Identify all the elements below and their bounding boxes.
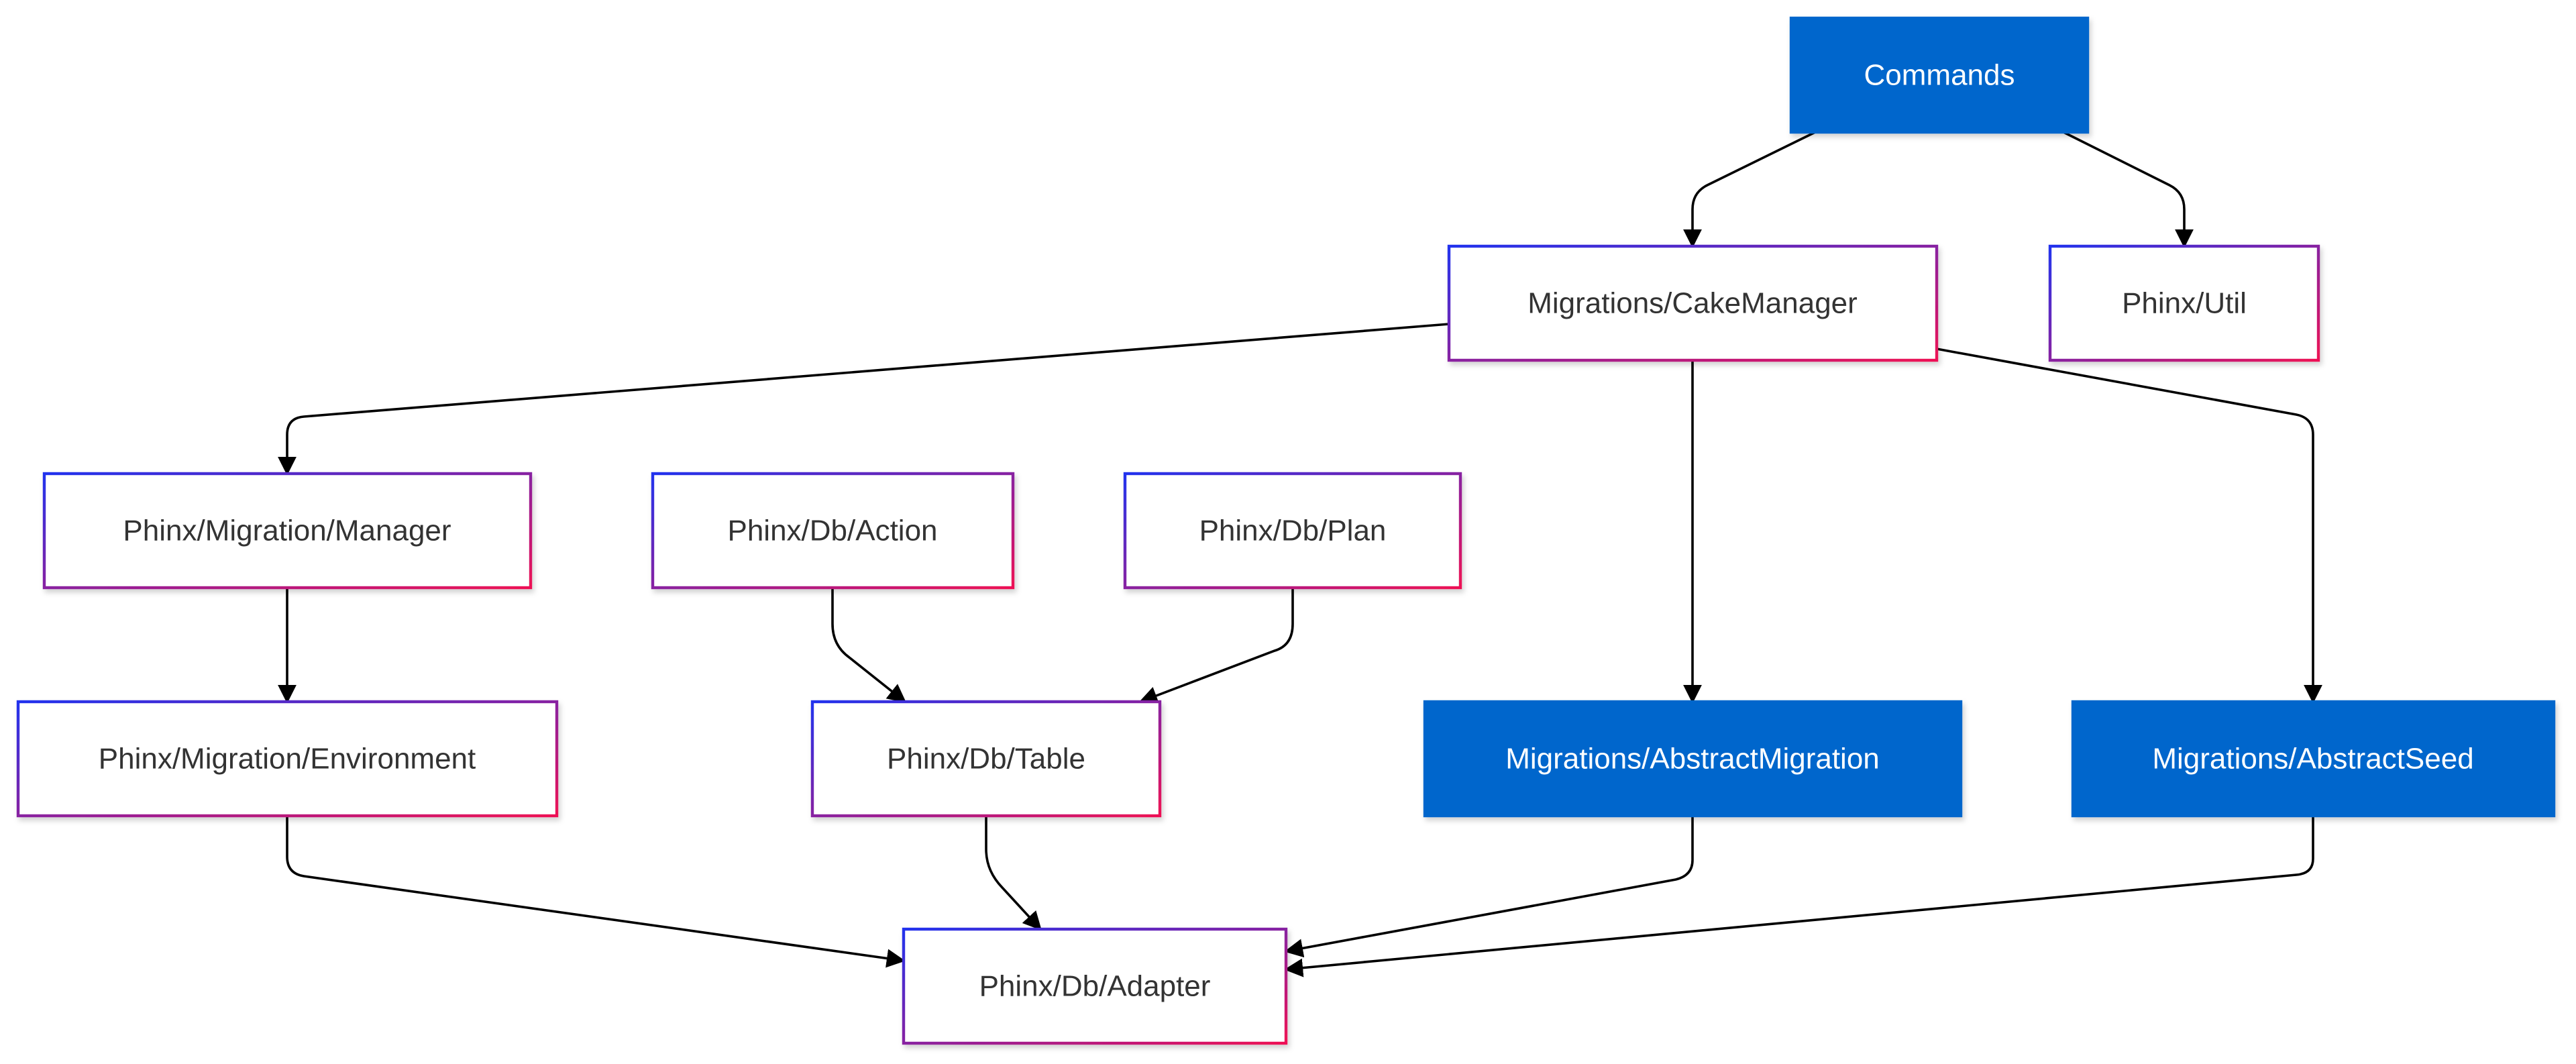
edge-db-action-to-db-table [831,588,907,703]
node-db-plan-label: Phinx/Db/Plan [1199,515,1387,547]
edge-migration-environment-to-db-adapter [286,816,906,968]
node-db-adapter-label: Phinx/Db/Adapter [979,970,1211,1003]
edge-cake-manager-to-migration-manager [278,323,1450,476]
node-migration-manager: Phinx/Migration/Manager [42,472,533,590]
node-util: Phinx/Util [2048,244,2320,362]
node-db-adapter: Phinx/Db/Adapter [902,927,1288,1045]
edge-db-plan-to-db-table [1138,588,1294,705]
edge-cake-manager-to-abstract-seed [1936,348,2322,704]
edge-abstract-seed-to-db-adapter [1284,816,2314,977]
node-db-plan: Phinx/Db/Plan [1123,472,1462,590]
node-abstract-migration: Migrations/AbstractMigration [1423,700,1963,818]
node-migration-environment: Phinx/Migration/Environment [16,700,559,818]
edge-commands-to-util [2063,131,2194,248]
node-cake-manager-label: Migrations/CakeManager [1527,287,1858,320]
node-db-action: Phinx/Db/Action [651,472,1015,590]
node-abstract-migration-label: Migrations/AbstractMigration [1505,743,1880,776]
edge-commands-to-cake-manager [1683,131,1816,248]
edge-abstract-migration-to-db-adapter [1284,816,1694,958]
node-util-label: Phinx/Util [2122,287,2247,320]
node-cake-manager: Migrations/CakeManager [1447,244,1939,362]
node-migration-environment-label: Phinx/Migration/Environment [99,743,476,776]
edges [278,131,2322,977]
node-db-action-label: Phinx/Db/Action [727,515,937,547]
node-commands: Commands [1789,16,2090,134]
node-abstract-seed: Migrations/AbstractSeed [2071,700,2556,818]
node-commands-label: Commands [1864,59,2015,92]
node-db-table: Phinx/Db/Table [810,700,1162,818]
node-abstract-seed-label: Migrations/AbstractSeed [2152,743,2473,776]
node-migration-manager-label: Phinx/Migration/Manager [123,515,451,547]
node-db-table-label: Phinx/Db/Table [887,743,1085,776]
edge-db-table-to-db-adapter [985,816,1042,931]
nodes: Commands Migrations/CakeManager Phinx/Ut… [16,16,2556,1045]
